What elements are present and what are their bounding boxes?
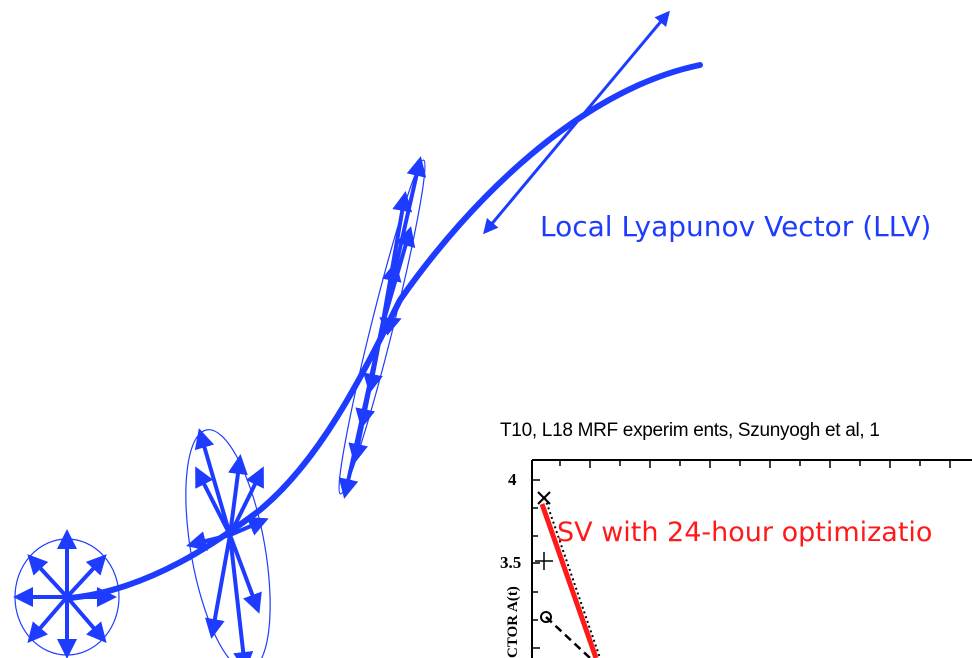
marker-x bbox=[537, 491, 551, 505]
llv-label: Local Lyapunov Vector (LLV) bbox=[540, 210, 932, 243]
llv-arrow bbox=[483, 10, 670, 235]
sv-line bbox=[539, 503, 599, 658]
y-tick-3-5: 3.5 bbox=[500, 553, 522, 572]
marker-plus bbox=[535, 552, 553, 570]
evolved-ellipse-1 bbox=[185, 428, 271, 658]
evolved-ellipse-2 bbox=[338, 156, 427, 499]
marker-circle bbox=[540, 611, 552, 623]
dashed-line bbox=[545, 616, 591, 658]
initial-perturbation-circle bbox=[13, 529, 120, 658]
inset-plot bbox=[531, 459, 972, 658]
y-axis-label: CTOR A(t) bbox=[505, 586, 521, 658]
inset-title: T10, L18 MRF experim ents, Szunyogh et a… bbox=[500, 420, 880, 441]
dotted-line bbox=[544, 497, 601, 658]
y-tick-4: 4 bbox=[508, 470, 517, 489]
sv-label: SV with 24-hour optimizatio bbox=[557, 517, 933, 548]
